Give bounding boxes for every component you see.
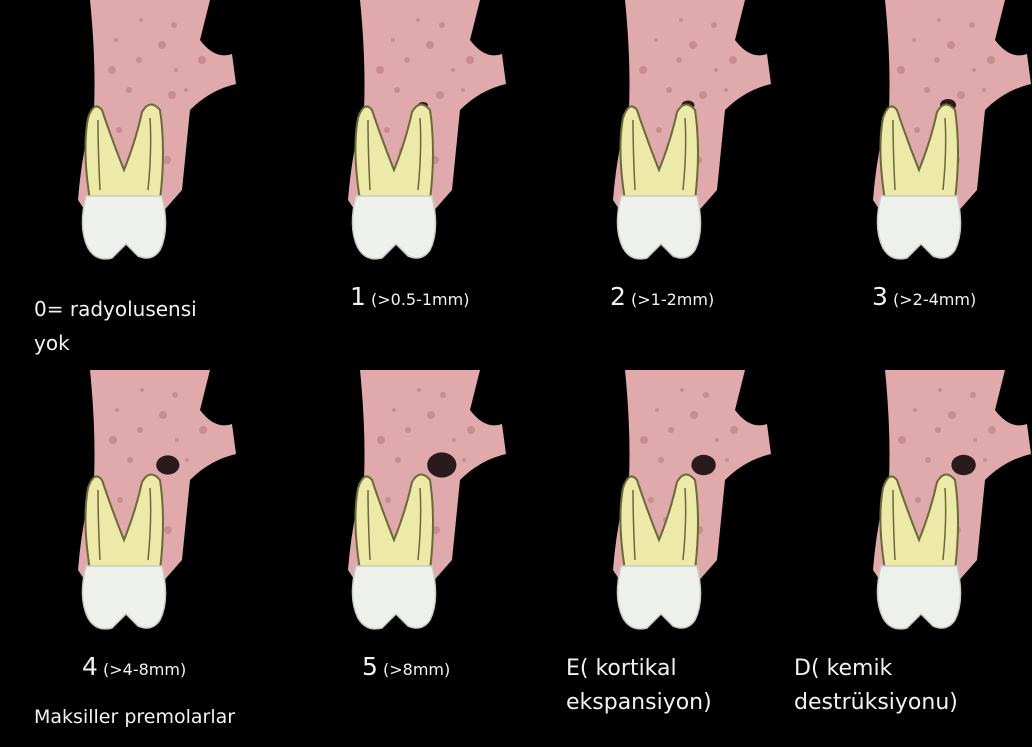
stage-0-label-line2: yok [34,326,197,360]
tooth-illustration-7 [855,370,1035,640]
tooth-crown [82,196,165,259]
tooth-crown [877,196,960,259]
stage-3-number: 3 [872,282,888,311]
tooth-illustration-3 [855,0,1035,270]
tooth-crown [617,566,700,629]
tooth-crown [352,196,435,259]
stage-4-range: (>4-8mm) [103,660,186,679]
tooth-illustration-1 [330,0,510,270]
stage-d-label-line2: destrüksiyonu) [794,686,958,720]
tooth-crown [352,566,435,629]
stage-e-label-line2: ekspansiyon) [566,686,712,720]
stage-d-label-line1: D( kemik [794,652,958,686]
stage-e-label-line1: E( kortikal [566,652,712,686]
stage-1-label: 1 (>0.5-1mm) [350,282,469,311]
stage-4-label: 4 (>4-8mm) [82,652,186,681]
stage-5-number: 5 [362,652,378,681]
stage-d-label: D( kemik destrüksiyonu) [794,652,958,720]
stage-2-label: 2 (>1-2mm) [610,282,714,311]
periapical-lesion [427,452,456,477]
periapical-lesion [951,455,975,475]
tooth-crown [82,566,165,629]
stage-4-number: 4 [82,652,98,681]
tooth-illustration-4 [60,370,240,640]
stage-1-range: (>0.5-1mm) [371,290,469,309]
tooth-crown [877,566,960,629]
tooth-crown [617,196,700,259]
tooth-illustration-5 [330,370,510,640]
tooth-illustration-0 [60,0,240,270]
caption: Maksiller premolarlar [34,706,235,728]
stage-2-range: (>1-2mm) [631,290,714,309]
stage-3-range: (>2-4mm) [893,290,976,309]
stage-e-label: E( kortikal ekspansiyon) [566,652,712,720]
stage-0-label: 0= radyolusensi yok [34,292,197,360]
stage-2-number: 2 [610,282,626,311]
stage-5-label: 5 (>8mm) [362,652,450,681]
tooth-illustration-2 [595,0,775,270]
periapical-lesion [156,455,179,474]
stage-0-label-line1: 0= radyolusensi [34,292,197,326]
stage-5-range: (>8mm) [383,660,450,679]
stage-1-number: 1 [350,282,366,311]
stage-3-label: 3 (>2-4mm) [872,282,976,311]
periapical-lesion [691,455,715,475]
tooth-illustration-6 [595,370,775,640]
